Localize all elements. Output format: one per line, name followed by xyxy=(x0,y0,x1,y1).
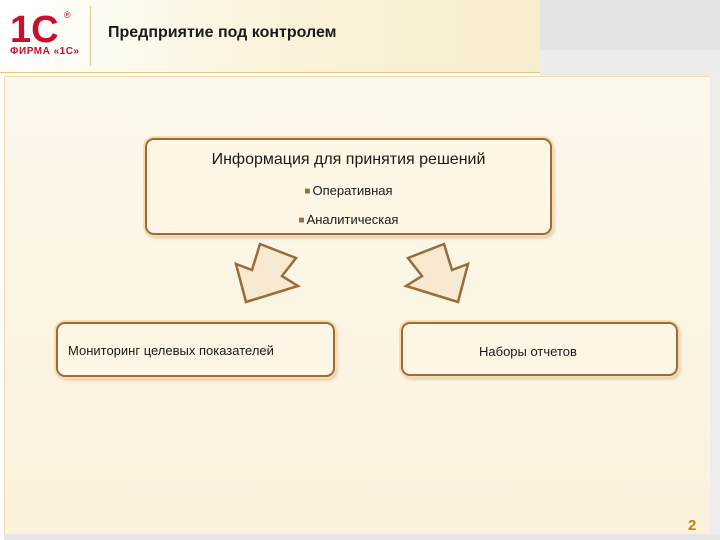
logo-registered: ® xyxy=(64,10,71,20)
page-number: 2 xyxy=(688,517,697,534)
bullet-label: Оперативная xyxy=(312,183,393,198)
logo-divider xyxy=(90,6,91,66)
panel-shadow-right xyxy=(710,76,720,540)
logo-mark-icon: 1С ® xyxy=(10,9,71,51)
page-title: Предприятие под контролем xyxy=(108,24,337,41)
decorative-block-top xyxy=(540,0,720,50)
monitoring-box: Мониторинг целевых показателей xyxy=(56,322,335,377)
logo-caption: ФИРМА «1С» xyxy=(10,46,80,57)
bullet-square-icon: ■ xyxy=(298,215,305,226)
bullet-square-icon: ■ xyxy=(304,186,311,197)
arrow-down-right-icon xyxy=(403,242,470,304)
arrow-down-left-icon xyxy=(234,242,301,304)
panel-shadow-bottom xyxy=(4,534,720,540)
decision-info-box: Информация для принятия решений ■Операти… xyxy=(145,138,552,235)
decision-info-title: Информация для принятия решений xyxy=(211,151,486,168)
company-logo: 1С ® ФИРМА «1С» xyxy=(8,8,88,64)
bullet-label: Аналитическая xyxy=(306,212,399,227)
monitoring-label: Мониторинг целевых показателей xyxy=(68,343,274,358)
bullet-item: ■Оперативная xyxy=(147,183,550,198)
logo-text: 1С xyxy=(10,9,59,48)
reports-label: Наборы отчетов xyxy=(479,344,577,359)
header-separator xyxy=(0,72,720,73)
reports-box: Наборы отчетов xyxy=(401,322,678,376)
bullet-item: ■Аналитическая xyxy=(147,212,550,227)
